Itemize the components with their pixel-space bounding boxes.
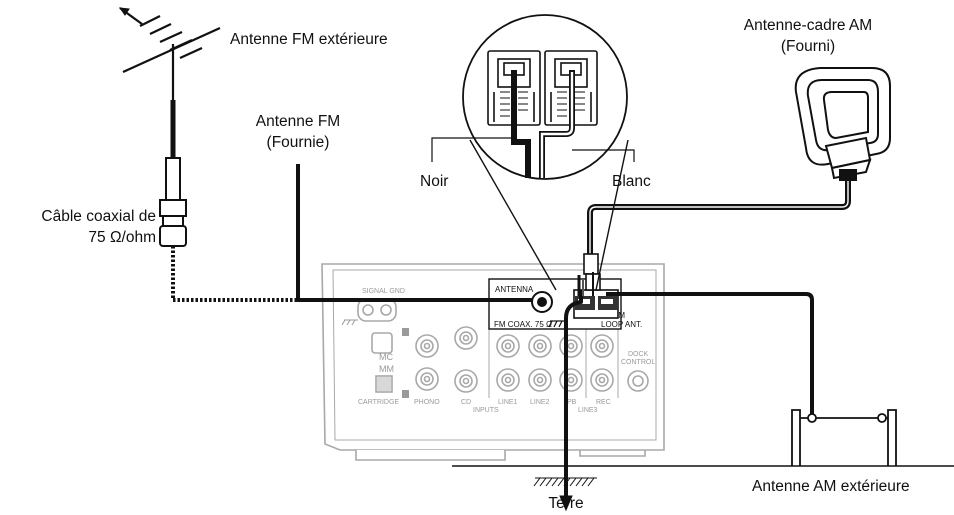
cables	[171, 164, 851, 500]
loop-ant-label: LOOP ANT.	[601, 320, 642, 329]
mc-label: MC	[379, 352, 393, 362]
signal-gnd-label: SIGNAL GND	[362, 288, 405, 295]
coax-cable	[171, 246, 530, 302]
line3-label: LINE3	[578, 407, 598, 414]
line1-label: LINE1	[498, 399, 518, 406]
outdoor-am-wire	[606, 292, 814, 418]
am-loop-cable	[587, 178, 851, 272]
white-wire-label: Blanc	[612, 173, 651, 190]
signal-gnd-ground-symbol	[341, 319, 358, 326]
dock-control-label: CONTROL	[621, 359, 655, 366]
cd-label: CD	[461, 399, 471, 406]
fm-antenna-label-line2: (Fournie)	[266, 134, 330, 151]
ground-wire	[564, 290, 583, 500]
panel-labels: SIGNAL GND MC MM CARTRIDGE PHONO CD INPU…	[358, 288, 655, 414]
antenna-panel-label: ANTENNA	[495, 285, 534, 294]
pb-label: PB	[567, 399, 577, 406]
phono-label: PHONO	[414, 399, 440, 406]
black-wire-label: Noir	[420, 173, 449, 190]
channel-r-label: R	[403, 392, 408, 398]
am-terminal-label: AM	[613, 311, 625, 320]
am-loop-antenna-label-line1: Antenne-cadre AM	[743, 17, 873, 34]
outdoor-am-antenna-label: Antenne AM extérieure	[752, 478, 910, 495]
dock-label: DOCK	[628, 351, 649, 358]
ground-label: Terre	[548, 495, 584, 512]
outdoor-fm-antenna-icon	[118, 7, 221, 158]
antenna-terminal-area: ANTENNA FM COAX. 75 Ω AM LOOP ANT.	[488, 278, 642, 330]
channel-l-label: L	[403, 330, 407, 336]
earth-symbol	[533, 477, 597, 512]
fm-antenna-label-line1: Antenne FM	[255, 113, 341, 130]
outdoor-fm-antenna-label: Antenne FM extérieure	[230, 31, 388, 48]
am-loop-antenna-label-line2: (Fourni)	[780, 38, 836, 55]
coax-cable-label-line1: Câble coaxial de	[41, 208, 156, 225]
fm-coax-label: FM COAX. 75 Ω	[494, 320, 552, 329]
detail-magnifier	[431, 14, 635, 291]
am-loop-antenna-icon	[794, 67, 891, 181]
cartridge-label: CARTRIDGE	[358, 399, 399, 406]
inputs-label: INPUTS	[473, 407, 499, 414]
fm-antenna-wire	[296, 164, 532, 302]
outdoor-am-antenna-icon	[791, 409, 897, 466]
coax-cable-label-line2: 75 Ω/ohm	[88, 229, 156, 246]
coax-connector-icon	[159, 157, 187, 247]
mm-label: MM	[379, 364, 394, 374]
rec-label: REC	[596, 399, 611, 406]
line2-label: LINE2	[530, 399, 550, 406]
